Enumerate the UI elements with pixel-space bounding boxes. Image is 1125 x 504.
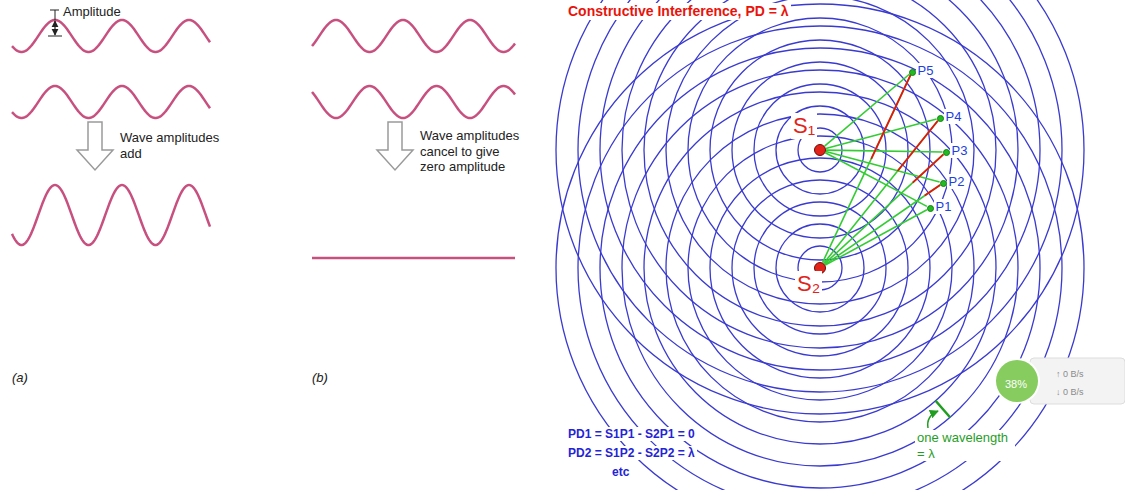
wavefront-ring [578, 0, 1062, 392]
label-anchor: ↓ 0 B/s [1056, 381, 1084, 399]
leader-line [55, 10, 56, 20]
label-anchor: ↑ 0 B/s [1056, 363, 1084, 381]
path-line [824, 121, 938, 264]
path-difference-segment [871, 75, 910, 159]
note-text: Wave amplitudes add [120, 130, 225, 161]
speed-panel [1030, 358, 1125, 404]
wavelength-marker [936, 401, 950, 418]
zero-wave [312, 257, 515, 260]
path-line [823, 75, 911, 262]
wavefront-ring [622, 0, 1018, 348]
label-anchor: PD2 = S1P2 - S2P2 = λ [566, 443, 697, 461]
path-line [826, 152, 940, 183]
sine-wave [12, 20, 210, 52]
widget-circle [996, 360, 1038, 402]
wavefront-ring [644, 92, 996, 444]
label-anchor: PD1 = S1P1 - S2P1 = 0 [566, 424, 697, 442]
wavefront-ring [556, 4, 1084, 490]
path-line [824, 154, 943, 264]
baseline-tick [48, 36, 62, 37]
title: Constructive Interference, PD = λ [566, 3, 791, 20]
path-difference-segment [925, 185, 940, 196]
widget-text: ↓ 0 B/s [1056, 387, 1084, 398]
widget-text: 38% [1005, 378, 1027, 391]
source-point: S₁ [814, 144, 826, 156]
wavefront-ring [666, 0, 974, 304]
sine-wave [12, 86, 210, 118]
point-label: P3 [950, 143, 970, 159]
wavefront-ring [688, 18, 952, 282]
label-anchor: Wave amplitudes cancel to give zero ampl… [420, 128, 525, 175]
wavefront-ring [578, 26, 1062, 490]
sine-wave [312, 20, 515, 52]
sum-wave [12, 185, 210, 245]
widget-ring [994, 358, 1040, 404]
label-anchor: Wave amplitudes add [120, 130, 225, 162]
label-anchor: 38% [1005, 374, 1027, 392]
wavefront-ring [754, 202, 886, 334]
wavefront-ring [666, 114, 974, 422]
path-difference-segment [898, 121, 938, 171]
wavefront-ring [600, 48, 1040, 488]
observation-point: P4 [937, 115, 944, 122]
wavefront-ring [732, 180, 908, 356]
label-anchor: (a) [12, 368, 28, 386]
point-label: P5 [916, 63, 936, 79]
hollow-arrow [77, 122, 113, 170]
equation-text: PD2 = S1P2 - S2P2 = λ [566, 446, 697, 460]
wavefront-ring [556, 0, 1084, 414]
title-anchor: Constructive Interference, PD = λ [566, 2, 791, 20]
note-text: Wave amplitudes cancel to give zero ampl… [420, 128, 525, 175]
observation-point: P2 [940, 180, 947, 187]
wavefront-ring [644, 0, 996, 326]
label-anchor: one wavelength = λ [915, 430, 1015, 462]
path-line [826, 150, 943, 152]
source-point: S₂ [814, 262, 826, 274]
note-text: etc [610, 465, 631, 479]
path-line [825, 210, 927, 265]
observation-point: P5 [909, 69, 916, 76]
source-label: S₁ [791, 113, 817, 139]
label-anchor: etc [610, 462, 631, 480]
wavefront-ring [622, 70, 1018, 466]
panel-label: (b) [312, 370, 328, 386]
hollow-arrow [377, 122, 413, 170]
sine-wave [312, 86, 515, 118]
label-anchor: Amplitude [63, 2, 121, 20]
label-anchor: (b) [312, 368, 328, 386]
point-label: P2 [947, 174, 967, 190]
pointer-label: one wavelength = λ [915, 430, 1015, 461]
path-line [825, 74, 910, 146]
point-label: P1 [934, 199, 954, 215]
panel-label: (a) [12, 370, 28, 386]
amplitude-arrow [54, 21, 55, 35]
widget-text: ↑ 0 B/s [1056, 369, 1084, 380]
wavefront-ring [688, 136, 952, 400]
source-label: S₂ [795, 271, 822, 297]
observation-point: P1 [927, 205, 934, 212]
pointer-arrow [928, 411, 938, 428]
equation-text: PD1 = S1P1 - S2P1 = 0 [566, 427, 697, 441]
path-difference-segment [913, 154, 944, 182]
path-line [825, 185, 940, 265]
observation-point: P3 [943, 149, 950, 156]
part-label: Amplitude [63, 4, 121, 20]
wavefront-ring [710, 40, 930, 260]
wavefront-ring [776, 224, 864, 312]
wavefront-ring [600, 0, 1040, 370]
point-label: P4 [944, 109, 964, 125]
